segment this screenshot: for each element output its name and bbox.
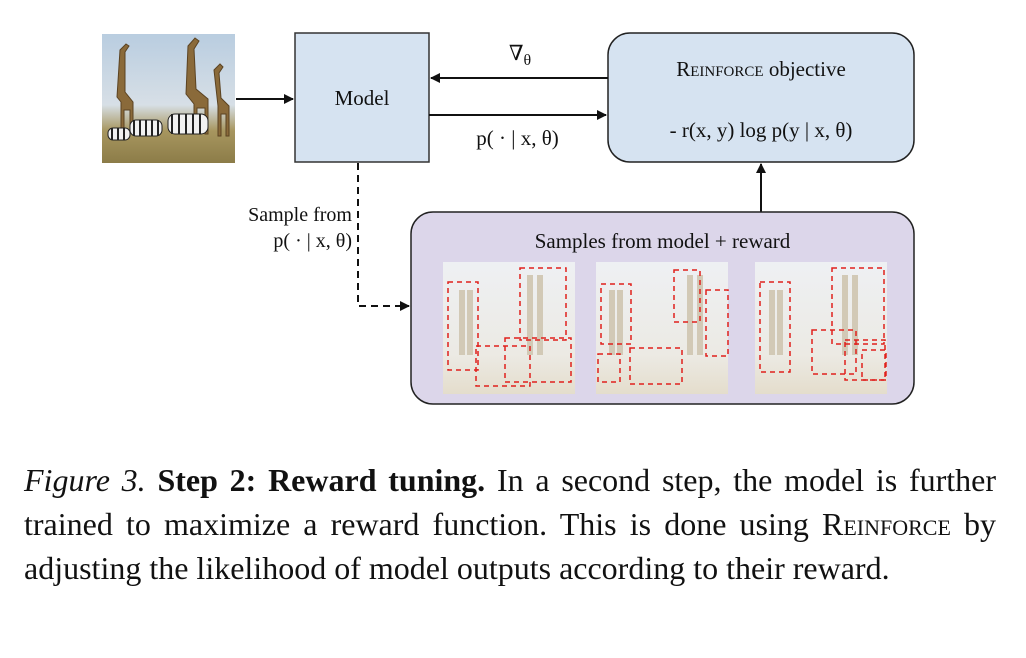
- input-image: [102, 34, 235, 163]
- sample-thumbnail-3: [755, 262, 887, 394]
- figure-label: Figure 3.: [24, 462, 146, 498]
- objective-formula: - r(x, y) log p(y | x, θ): [669, 118, 853, 142]
- arrow-sample-dashed: [357, 163, 410, 311]
- sample-label: Sample from p( · | x, θ): [190, 202, 352, 254]
- figure-diagram: Model Reinforce objective - r(x, y) log …: [102, 32, 915, 405]
- objective-title-prefix: R: [676, 57, 691, 81]
- caption-text-1: In a second step, the model is further t…: [24, 462, 997, 542]
- model-box: [294, 32, 430, 163]
- sample-label-line2: p( · | x, θ): [273, 230, 352, 252]
- gradient-subscript: θ: [523, 52, 532, 70]
- diagram-svg: [102, 32, 915, 405]
- caption-text-2: by adjusting the likelihood of model out…: [24, 506, 997, 586]
- sample-label-line1: Sample from: [248, 204, 352, 226]
- caption-reinforce-first: R: [821, 506, 844, 542]
- gradient-symbol: ∇: [508, 41, 524, 65]
- model-label: Model: [334, 86, 390, 110]
- sample-thumbnail-2: [596, 262, 729, 394]
- caption-bold: Step 2: Reward tuning.: [157, 462, 486, 498]
- objective-title-smallcaps: einforce: [690, 57, 764, 81]
- objective-title: Reinforce objective: [608, 56, 914, 82]
- objective-title-suffix: objective: [763, 57, 846, 81]
- figure-caption: Figure 3. Step 2: Reward tuning. In a se…: [24, 458, 996, 590]
- caption-reinforce-smallcaps: einforce: [843, 506, 951, 542]
- sample-thumbnail-1: [443, 262, 575, 394]
- gradient-label: ∇θ: [490, 40, 550, 74]
- forward-label: p( · | x, θ): [476, 126, 559, 150]
- objective-box: [607, 32, 915, 163]
- samples-title: Samples from model + reward: [534, 229, 791, 253]
